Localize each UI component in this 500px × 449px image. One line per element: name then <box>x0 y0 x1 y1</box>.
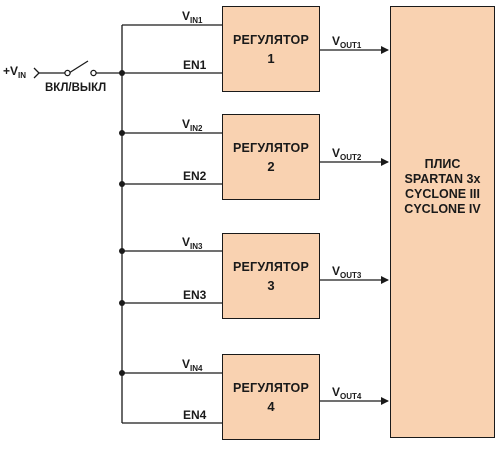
vin1-label: VIN1 <box>182 9 203 25</box>
regulator-4-block: РЕГУЛЯТОР 4 <box>222 354 320 440</box>
fpga-label-line: CYCLONE IV <box>404 202 481 216</box>
fpga-label-line: CYCLONE III <box>404 187 480 201</box>
regulator-number: 4 <box>267 398 275 414</box>
regulator-2-block: РЕГУЛЯТОР 2 <box>222 114 320 200</box>
regulator-3-block: РЕГУЛЯТОР 3 <box>222 233 320 319</box>
regulator-title: РЕГУЛЯТОР <box>232 259 309 274</box>
regulator-number: 3 <box>267 277 275 293</box>
input-terminal <box>33 67 40 79</box>
vout3-label: VOUT3 <box>332 264 362 280</box>
junction-dot <box>119 300 125 306</box>
en4-label: EN4 <box>183 408 207 422</box>
switch-contact-left <box>64 69 71 77</box>
junction-dot <box>119 248 125 254</box>
vin2-label: VIN2 <box>182 117 203 133</box>
vout4-label: VOUT4 <box>332 385 362 401</box>
switch-contact-right <box>90 69 97 77</box>
junction-dot <box>119 130 125 136</box>
vin3-label: VIN3 <box>182 235 203 251</box>
regulator-1-block: РЕГУЛЯТОР 1 <box>222 6 320 92</box>
en1-label: EN1 <box>183 58 207 72</box>
fpga-label-line: ПЛИС <box>424 157 461 171</box>
junction-dot <box>119 370 125 376</box>
fpga-label-line: SPARTAN 3x <box>404 172 481 186</box>
vin-input-label: +VIN <box>3 64 27 80</box>
regulator-title: РЕГУЛЯТОР <box>232 380 309 395</box>
regulator-number: 2 <box>267 158 275 174</box>
en3-label: EN3 <box>183 288 207 302</box>
vout1-label: VOUT1 <box>332 34 362 50</box>
regulator-number: 1 <box>267 50 275 66</box>
fpga-block: ПЛИС SPARTAN 3x CYCLONE III CYCLONE IV <box>390 6 495 438</box>
switch-label: ВКЛ/ВЫКЛ <box>45 82 107 94</box>
regulator-title: РЕГУЛЯТОР <box>232 140 309 155</box>
regulator-title: РЕГУЛЯТОР <box>232 32 309 47</box>
junction-dot <box>119 70 125 76</box>
fpga-label: ПЛИС SPARTAN 3x CYCLONE III CYCLONE IV <box>391 157 494 217</box>
switch-blade <box>68 60 89 74</box>
en2-label: EN2 <box>183 169 207 183</box>
junction-dot <box>119 181 125 187</box>
vin4-label: VIN4 <box>182 357 203 373</box>
vout2-label: VOUT2 <box>332 146 362 162</box>
